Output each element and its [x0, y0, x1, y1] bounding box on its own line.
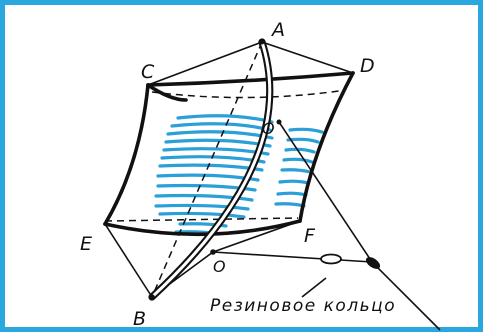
point-O-lower-dot — [210, 249, 216, 255]
label-F: F — [304, 225, 316, 247]
tow-line — [301, 261, 441, 331]
point-O-upper-dot — [276, 119, 282, 125]
label-C: C — [141, 61, 155, 83]
hidden-edges — [104, 41, 347, 298]
label-O-lower: O — [213, 257, 226, 276]
knot-icon — [365, 257, 381, 269]
fabric-shading — [154, 114, 324, 236]
label-A: A — [270, 19, 285, 41]
label-B: B — [133, 308, 146, 330]
label-O-upper: O — [262, 119, 275, 138]
rubber-ring-caption: Резиновое кольцо — [210, 296, 396, 316]
label-E: E — [80, 233, 92, 255]
point-B-dot — [149, 294, 155, 300]
cell-edges — [103, 71, 355, 237]
kite-spine — [148, 38, 274, 301]
point-A-dot — [259, 39, 265, 45]
rubber-ring-icon — [320, 253, 342, 265]
label-D: D — [360, 55, 375, 77]
